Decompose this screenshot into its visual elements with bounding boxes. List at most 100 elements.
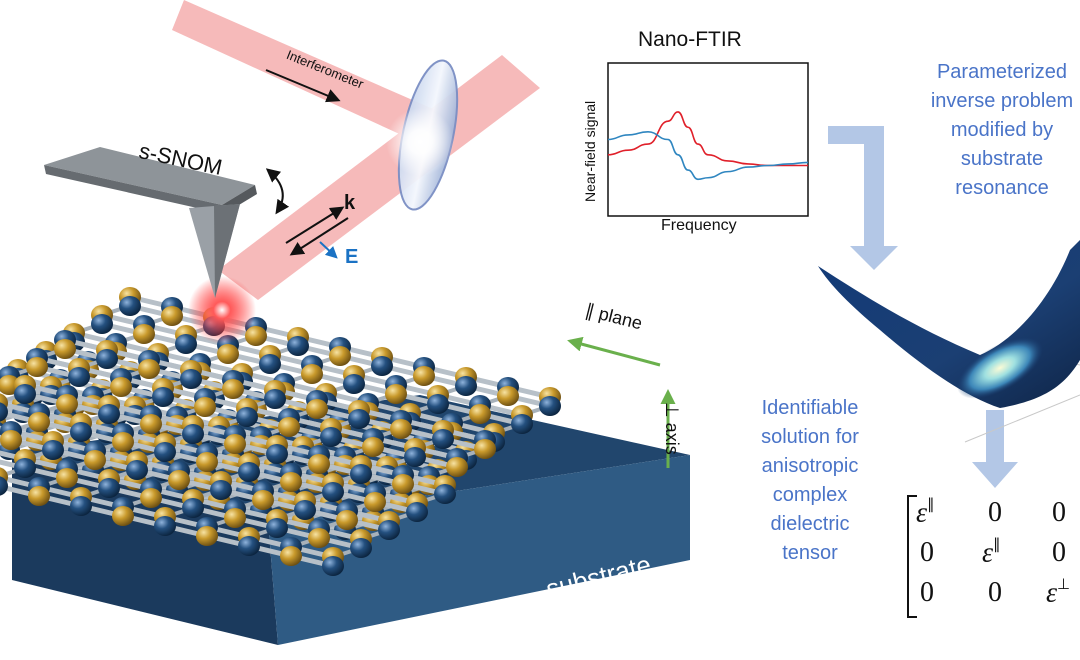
tensor-e13: 0: [1052, 497, 1066, 528]
inverse-problem-surface: [818, 240, 1080, 443]
atom-blue: [238, 462, 260, 482]
atom-gold: [280, 472, 302, 492]
atom-blue: [264, 389, 286, 409]
cantilever-side: [44, 165, 224, 214]
reflected-beam: [218, 55, 540, 300]
atom-blue: [126, 460, 148, 480]
loss-surface: [818, 240, 1080, 408]
flow-arrows: [828, 126, 1018, 488]
atom-gold: [133, 324, 155, 344]
atom-blue: [70, 496, 92, 516]
e-arrow: [319, 241, 338, 259]
tensor-e33: ε⊥: [1046, 577, 1070, 609]
atom-blue: [427, 394, 449, 414]
atom-blue: [238, 536, 260, 556]
nanoftir-title: Nano-FTIR: [638, 28, 742, 51]
nanoftir-plot: [607, 62, 809, 217]
k-arrow-down: [289, 217, 349, 256]
atom-blue: [180, 369, 202, 389]
inverse-problem-caption: Parameterized inverse problem modified b…: [912, 58, 1080, 203]
flow-arrow-to-tensor: [972, 410, 1018, 488]
caption-line: complex: [772, 484, 848, 506]
atom-gold: [392, 474, 414, 494]
atom-blue: [287, 336, 309, 356]
tensor-sup: ⊥: [1057, 577, 1071, 593]
tensor-symbol: ε: [1046, 577, 1058, 609]
atom-gold: [138, 359, 160, 379]
atom-gold: [245, 326, 267, 346]
surface-floor-line-1: [964, 394, 1080, 443]
atom-blue: [154, 442, 176, 462]
atom-blue: [152, 387, 174, 407]
atom-blue: [91, 314, 113, 334]
atom-blue: [343, 374, 365, 394]
atom-gold: [224, 434, 246, 454]
atom-blue: [320, 427, 342, 447]
atom-gold: [306, 399, 328, 419]
snom-tip-shade: [214, 204, 240, 298]
e-label: E: [345, 246, 359, 268]
atom-gold: [28, 412, 50, 432]
plot-frame: [607, 62, 809, 217]
atom-gold: [308, 454, 330, 474]
atom-gold: [224, 508, 246, 528]
snom-probe: [44, 147, 257, 298]
atom-gold: [56, 468, 78, 488]
caption-line: Identifiable: [761, 397, 859, 419]
interferometer-arrow: [265, 69, 341, 103]
tensor-e11: ε∥: [916, 497, 935, 529]
atom-gold: [0, 430, 22, 450]
atom-gold: [252, 490, 274, 510]
atom-blue: [511, 414, 533, 434]
atom-blue: [96, 349, 118, 369]
atom-blue: [14, 458, 36, 478]
atom-gold: [362, 437, 384, 457]
atom-blue: [406, 502, 428, 522]
atom-gold: [168, 470, 190, 490]
atom-gold: [280, 546, 302, 566]
atom-gold: [497, 386, 519, 406]
tensor-symbol: ε: [982, 537, 994, 569]
annotation-arrows: [265, 69, 676, 468]
atom-blue: [42, 440, 64, 460]
atom-gold: [390, 419, 412, 439]
caption-line: anisotropic: [761, 455, 859, 477]
atom-gold: [222, 379, 244, 399]
atom-blue: [371, 356, 393, 376]
substrate-front-face: [268, 455, 690, 645]
atom-blue: [539, 396, 561, 416]
tensor-e32: 0: [988, 577, 1002, 608]
atom-blue: [378, 520, 400, 540]
atom-gold: [112, 506, 134, 526]
atom-gold: [217, 344, 239, 364]
lens-flare: [386, 108, 454, 176]
atom-blue: [266, 518, 288, 538]
atom-gold: [196, 452, 218, 472]
dielectric-tensor: ε∥ 0 0 0 ε∥ 0 0 0 ε⊥: [904, 493, 1080, 623]
atom-blue: [98, 478, 120, 498]
atom-gold: [278, 417, 300, 437]
perp-axis-label: ⊥ axis: [662, 402, 682, 455]
atom-gold: [112, 432, 134, 452]
atom-blue: [0, 402, 8, 422]
atom-gold: [26, 357, 48, 377]
atom-blue: [294, 500, 316, 520]
caption-line: solution for: [761, 426, 859, 448]
atom-blue: [350, 538, 372, 558]
atom-gold: [329, 346, 351, 366]
atom-gold: [161, 306, 183, 326]
caption-line: substrate: [960, 148, 1044, 170]
tensor-brackets: [907, 495, 917, 618]
atom-blue: [0, 476, 8, 496]
atom-blue: [432, 429, 454, 449]
tensor-e12: 0: [988, 497, 1002, 528]
atom-gold: [474, 439, 496, 459]
atom-blue: [68, 367, 90, 387]
lattice-atoms: [0, 375, 456, 576]
tensor-symbol: ε: [916, 497, 928, 529]
atom-blue: [236, 407, 258, 427]
caption-line: modified by: [950, 119, 1054, 141]
incoming-beam: [172, 0, 440, 148]
k-arrow-up: [285, 206, 345, 244]
